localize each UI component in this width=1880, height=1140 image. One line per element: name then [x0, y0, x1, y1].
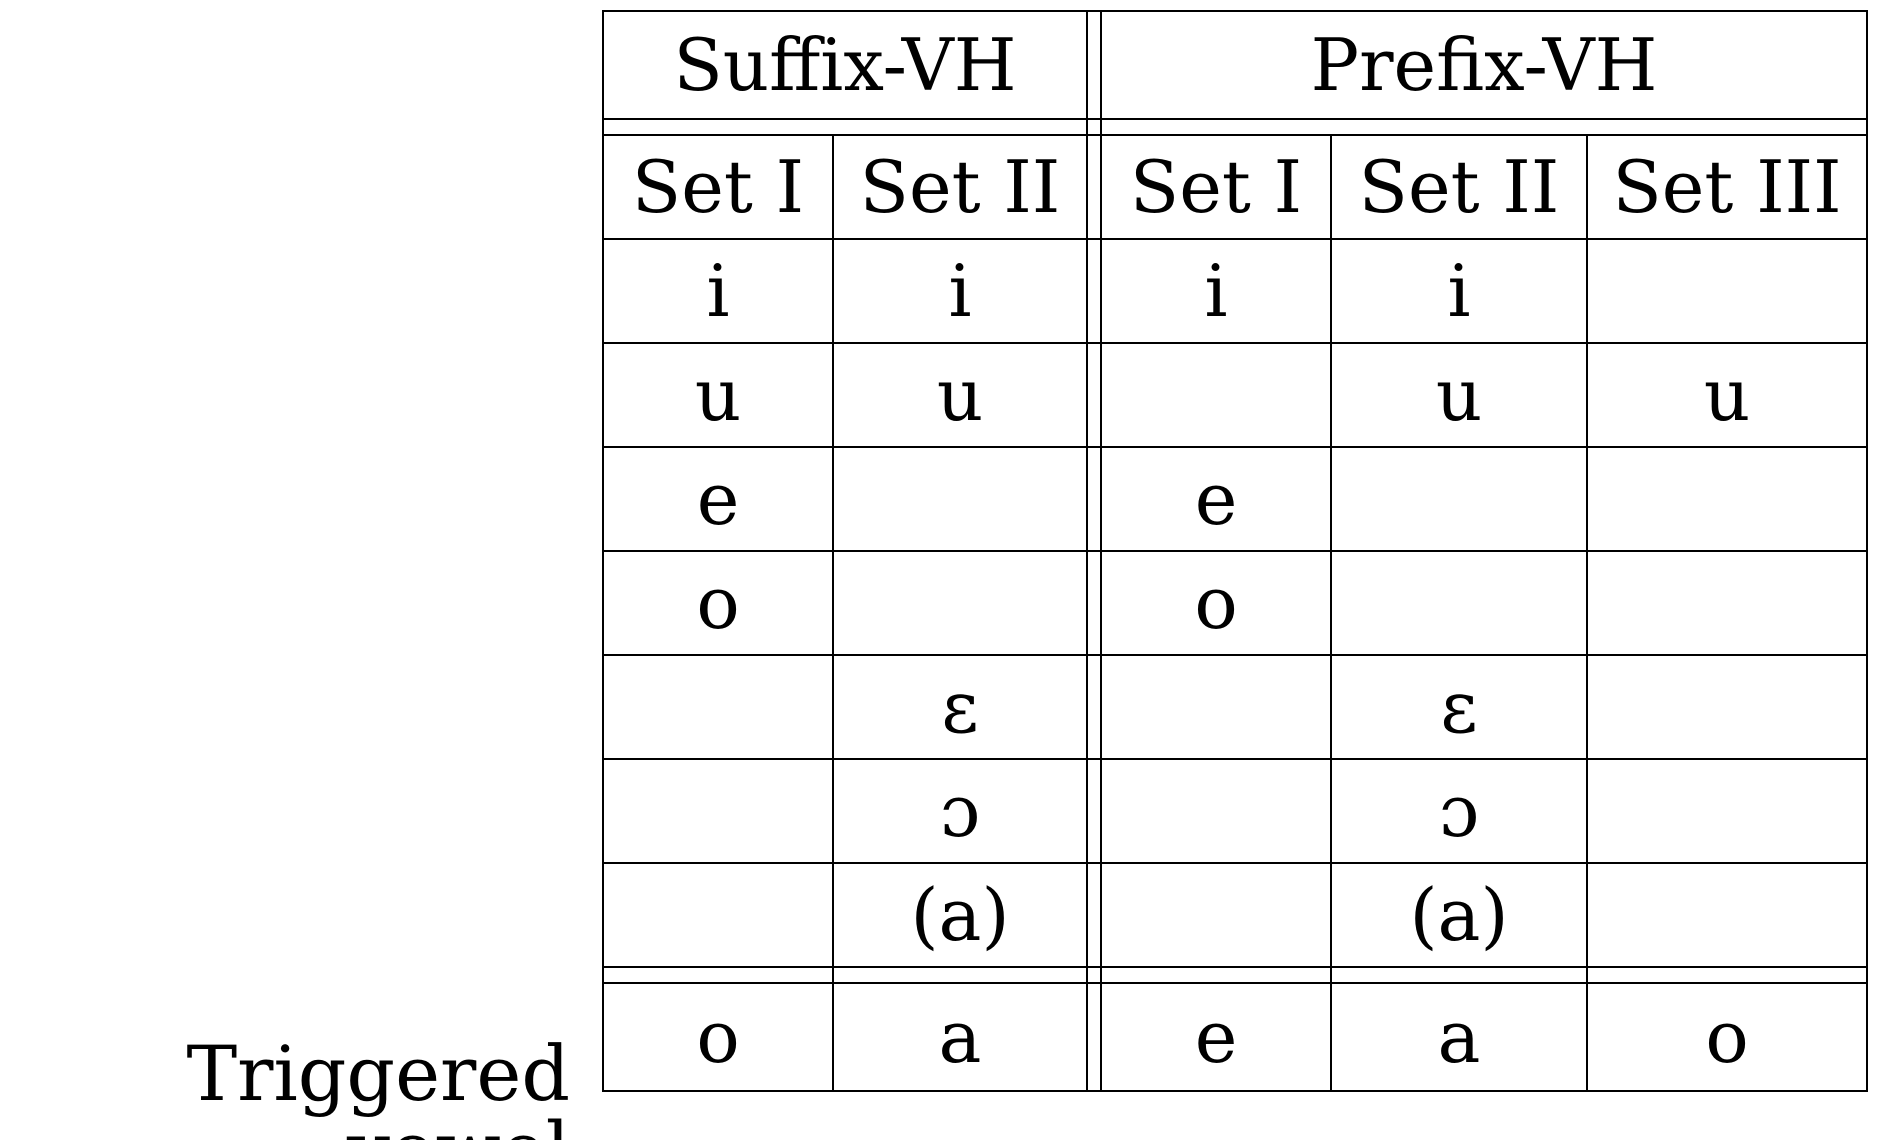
vowel-cell	[832, 446, 1088, 552]
vowel-row: i i i i	[602, 238, 1868, 344]
column-separator	[1086, 550, 1102, 656]
column-separator	[1086, 134, 1102, 240]
vowel-cell: e	[1100, 446, 1332, 552]
vowel-cell: o	[1100, 550, 1332, 656]
vowel-cell	[1330, 550, 1588, 656]
triggered-vowel-label: Triggered vowel	[186, 1029, 570, 1140]
vowel-cell: (a)	[1330, 862, 1588, 968]
vowel-row: ɔ ɔ	[602, 758, 1868, 864]
prefix-set-1-header: Set I	[1100, 134, 1332, 240]
vowel-cell: (a)	[832, 862, 1088, 968]
vowel-harmony-table: Suffix-VH Prefix-VH Set I Set II Set I S…	[602, 10, 1868, 1092]
column-separator	[1086, 10, 1102, 120]
vowel-cell	[1586, 550, 1868, 656]
vowel-cell: i	[1100, 238, 1332, 344]
vowel-cell: i	[1330, 238, 1588, 344]
column-separator	[1086, 758, 1102, 864]
prefix-vh-header: Prefix-VH	[1100, 10, 1868, 120]
vowel-row: u u u u	[602, 342, 1868, 448]
vowel-cell: ɔ	[1330, 758, 1588, 864]
vowel-row: e e	[602, 446, 1868, 552]
column-separator	[1086, 862, 1102, 968]
suffix-set-2-header: Set II	[832, 134, 1088, 240]
header-gap	[602, 118, 1868, 136]
vowel-cell	[1100, 342, 1332, 448]
vowel-cell	[1586, 862, 1868, 968]
column-separator	[1086, 238, 1102, 344]
vowel-cell: i	[832, 238, 1088, 344]
vowel-cell: u	[832, 342, 1088, 448]
vowel-cell	[1586, 446, 1868, 552]
triggered-vowel-cell: e	[1100, 982, 1332, 1092]
vowel-cell	[1586, 238, 1868, 344]
triggered-vowel-cell: o	[1586, 982, 1868, 1092]
column-separator	[1086, 654, 1102, 760]
column-separator	[1086, 342, 1102, 448]
vowel-cell	[1100, 758, 1332, 864]
column-separator	[1086, 446, 1102, 552]
triggered-vowel-row: o a e a o	[602, 982, 1868, 1092]
vowel-cell: i	[602, 238, 834, 344]
prefix-set-2-header: Set II	[1330, 134, 1588, 240]
vowel-cell	[1100, 654, 1332, 760]
group-header-row: Suffix-VH Prefix-VH	[602, 10, 1868, 120]
column-separator	[1086, 982, 1102, 1092]
vowel-cell: u	[1330, 342, 1588, 448]
vowel-cell	[602, 758, 834, 864]
vowel-cell	[1586, 654, 1868, 760]
vowel-cell	[1330, 446, 1588, 552]
vowel-cell: ɔ	[832, 758, 1088, 864]
vowel-cell: e	[602, 446, 834, 552]
vowel-row: o o	[602, 550, 1868, 656]
vowel-cell: u	[1586, 342, 1868, 448]
vowel-cell	[832, 550, 1088, 656]
set-header-row: Set I Set II Set I Set II Set III	[602, 134, 1868, 240]
suffix-set-1-header: Set I	[602, 134, 834, 240]
vowel-row: ɛ ɛ	[602, 654, 1868, 760]
vowel-cell: ɛ	[832, 654, 1088, 760]
vowel-cell: ɛ	[1330, 654, 1588, 760]
vowel-row: (a) (a)	[602, 862, 1868, 968]
vowel-cell	[602, 654, 834, 760]
trigger-gap	[602, 966, 1868, 984]
vowel-cell	[602, 862, 834, 968]
vowel-cell	[1100, 862, 1332, 968]
suffix-vh-header: Suffix-VH	[602, 10, 1088, 120]
vowel-cell: o	[602, 550, 834, 656]
prefix-set-3-header: Set III	[1586, 134, 1868, 240]
triggered-vowel-cell: a	[1330, 982, 1588, 1092]
triggered-vowel-cell: a	[832, 982, 1088, 1092]
vowel-cell: u	[602, 342, 834, 448]
vowel-cell	[1586, 758, 1868, 864]
triggered-vowel-cell: o	[602, 982, 834, 1092]
